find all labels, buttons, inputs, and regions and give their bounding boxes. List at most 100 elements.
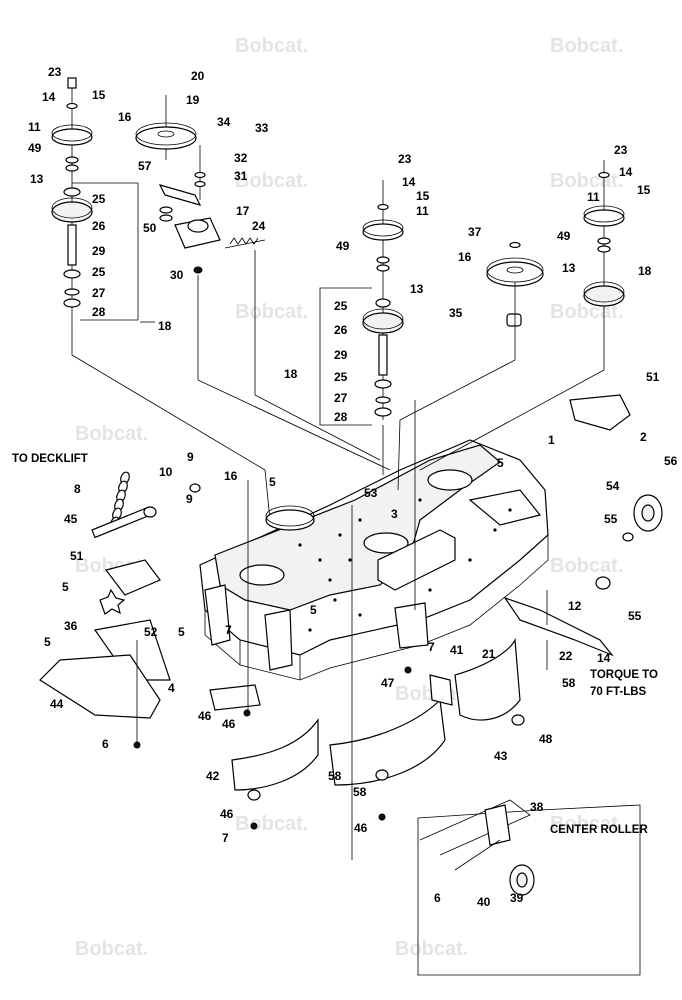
part-callout: 1 xyxy=(548,433,555,447)
part-callout: 43 xyxy=(494,749,508,763)
part-callout: 23 xyxy=(48,65,62,79)
part-callout: 30 xyxy=(170,268,184,282)
watermark-text: Bobcat. xyxy=(550,170,623,192)
watermark-text: Bobcat. xyxy=(550,813,623,835)
part-callout: 15 xyxy=(416,189,430,203)
deck-hole xyxy=(338,533,342,537)
part-callout: 22 xyxy=(559,649,573,663)
watermark-text: Bobcat. xyxy=(395,938,468,960)
deck-hole xyxy=(428,588,432,592)
part-callout: 55 xyxy=(604,512,618,526)
watermark-text: Bobcat. xyxy=(235,170,308,192)
center-roller-caption: CENTER ROLLER xyxy=(550,824,648,836)
deck-hole xyxy=(493,528,497,532)
part-callout: 58 xyxy=(562,676,576,690)
deck-hole xyxy=(298,543,302,547)
part-callout: 13 xyxy=(410,282,424,296)
part-callout: 46 xyxy=(198,709,212,723)
part-callout: 18 xyxy=(284,367,298,381)
part-callout: 12 xyxy=(568,599,582,613)
part-callout: 27 xyxy=(92,286,106,300)
part-callout: 55 xyxy=(628,609,642,623)
part-callout: 8 xyxy=(74,482,81,496)
part-callout: 49 xyxy=(336,239,350,253)
watermark-text: Bobcat. xyxy=(550,35,623,57)
part-callout: 16 xyxy=(224,469,238,483)
part-callout: 7 xyxy=(225,623,232,637)
part-callout: 6 xyxy=(434,891,441,905)
part-callout: 27 xyxy=(334,391,348,405)
part-callout: 58 xyxy=(328,769,342,783)
deck-drawing xyxy=(39,77,663,976)
deck-hole xyxy=(418,498,422,502)
torque-caption-line2: 70 FT-LBS xyxy=(590,686,647,698)
deck-hole xyxy=(468,558,472,562)
part-callout: 16 xyxy=(118,110,132,124)
part-callout: 19 xyxy=(186,93,200,107)
part-callout: 54 xyxy=(606,479,620,493)
captions: TO DECKLIFT TORQUE TO 70 FT-LBS CENTER R… xyxy=(12,453,658,836)
part-callout: 11 xyxy=(587,190,600,204)
part-callout: 14 xyxy=(619,165,633,179)
part-callout: 38 xyxy=(530,800,544,814)
part-callout: 33 xyxy=(255,121,269,135)
part-callout: 14 xyxy=(402,175,416,189)
part-callout: 15 xyxy=(92,88,106,102)
part-callout: 15 xyxy=(637,183,651,197)
part-callout: 17 xyxy=(236,204,250,218)
part-callout: 36 xyxy=(64,619,78,633)
deck-hole xyxy=(508,508,512,512)
part-callout: 4 xyxy=(168,681,175,695)
part-callout: 21 xyxy=(482,647,496,661)
part-callout: 13 xyxy=(562,261,576,275)
part-callout: 31 xyxy=(234,169,248,183)
part-callout: 25 xyxy=(92,192,106,206)
torque-caption-line1: TORQUE TO xyxy=(590,669,658,681)
to-decklift-caption: TO DECKLIFT xyxy=(12,453,88,465)
part-callout: 37 xyxy=(468,225,482,239)
part-callout: 14 xyxy=(42,90,56,104)
part-callout: 42 xyxy=(206,769,220,783)
part-callout: 35 xyxy=(449,306,463,320)
part-callout: 5 xyxy=(269,475,276,489)
part-callout: 45 xyxy=(64,512,78,526)
part-callout: 39 xyxy=(510,891,524,905)
part-callout: 5 xyxy=(497,456,504,470)
part-callout: 5 xyxy=(178,625,185,639)
part-callout: 2 xyxy=(640,430,647,444)
part-callout: 23 xyxy=(614,143,628,157)
part-callout: 14 xyxy=(597,651,611,665)
part-callout: 28 xyxy=(92,305,106,319)
deck-hole xyxy=(358,518,362,522)
part-callout: 25 xyxy=(334,370,348,384)
part-callout: 9 xyxy=(187,450,194,464)
part-callout: 47 xyxy=(381,676,395,690)
part-callout: 56 xyxy=(664,454,678,468)
part-callout: 58 xyxy=(353,785,367,799)
part-callout: 28 xyxy=(334,410,348,424)
part-callout: 23 xyxy=(398,152,412,166)
part-callout: 16 xyxy=(458,250,472,264)
part-callout: 10 xyxy=(159,465,173,479)
part-callout: 7 xyxy=(222,831,229,845)
part-callout: 41 xyxy=(450,643,464,657)
part-callout: 5 xyxy=(44,635,51,649)
part-callout: 29 xyxy=(92,244,106,258)
part-callout: 7 xyxy=(428,640,435,654)
part-callout: 18 xyxy=(638,264,652,278)
part-callout: 57 xyxy=(138,159,152,173)
part-callout: 51 xyxy=(646,370,660,384)
deck-hole xyxy=(348,558,352,562)
part-callout: 46 xyxy=(220,807,234,821)
deck-hole xyxy=(333,598,337,602)
watermark-text: Bobcat. xyxy=(75,423,148,445)
deck-hole xyxy=(358,613,362,617)
part-callout: 49 xyxy=(28,141,42,155)
part-callout: 26 xyxy=(334,323,348,337)
part-callout: 25 xyxy=(334,299,348,313)
part-callout: 32 xyxy=(234,151,248,165)
part-callout: 6 xyxy=(102,737,109,751)
part-callout: 34 xyxy=(217,115,231,129)
